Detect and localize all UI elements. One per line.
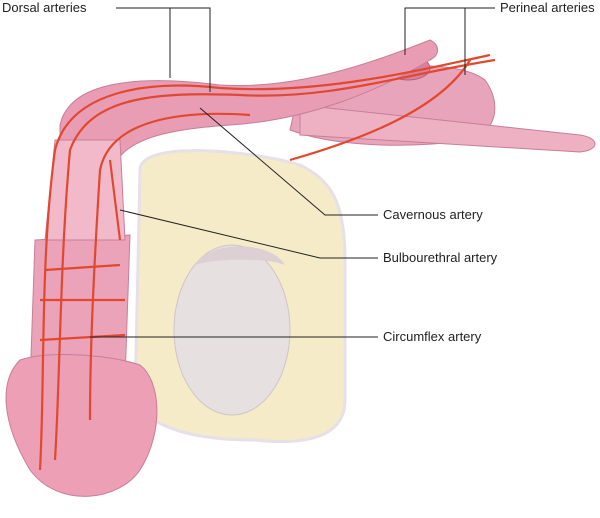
perineal-arteries-label: Perineal arteries	[500, 0, 595, 15]
bulbourethral-artery-label: Bulbourethral artery	[383, 250, 498, 265]
epididymis	[195, 246, 285, 265]
dorsal-artery-2	[53, 58, 496, 461]
dorsal-leader	[116, 7, 211, 92]
bulbourethral-artery	[108, 159, 122, 241]
arteries	[38, 53, 496, 471]
dorsal-artery	[38, 53, 491, 471]
shaft-upper	[59, 39, 438, 176]
testis	[173, 244, 291, 416]
glans	[5, 354, 158, 497]
leader-lines	[90, 7, 495, 338]
bulbourethral-leader	[119, 209, 378, 259]
circumflex-artery	[39, 263, 126, 342]
cavernous-leader	[199, 107, 378, 216]
corpus-crus	[299, 104, 596, 153]
cavernous-artery	[88, 112, 251, 421]
dorsal-arteries-label: Dorsal arteries	[2, 0, 87, 15]
perineal-leader	[404, 7, 495, 75]
cavernous-artery-label: Cavernous artery	[383, 207, 483, 222]
perineal-artery	[289, 59, 471, 162]
circumflex-artery-label: Circumflex artery	[383, 329, 482, 344]
